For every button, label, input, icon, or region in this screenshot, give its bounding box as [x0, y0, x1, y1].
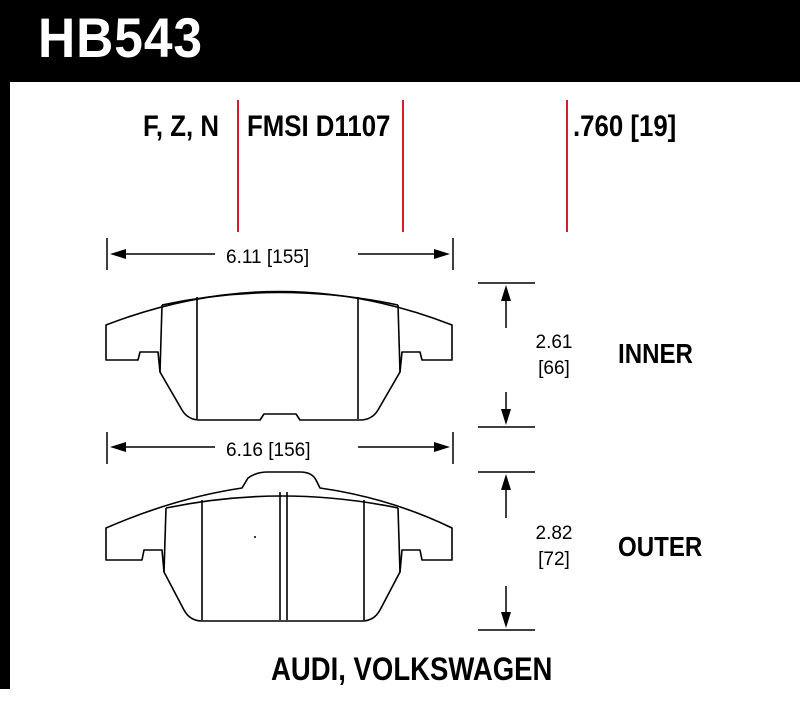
left-border-rule: [0, 82, 10, 689]
outer-pad-label: OUTER: [618, 531, 703, 562]
outer-width-dimension: [106, 432, 454, 464]
inner-height-mm: [66]: [538, 358, 570, 379]
inner-height-dimension: [478, 282, 535, 428]
outer-height-dimension: [478, 471, 535, 631]
outer-height-label: 2.82 [72]: [524, 521, 584, 573]
outer-height-inches: 2.82: [535, 523, 573, 544]
inner-height-inches: 2.61: [535, 332, 573, 353]
vehicle-makes: AUDI, VOLKSWAGEN: [271, 651, 553, 687]
inner-width-dimension: [106, 238, 454, 270]
outer-height-mm: [72]: [538, 549, 570, 570]
compound-codes: F, Z, N: [143, 110, 219, 143]
outer-width-label: 6.16 [156]: [226, 440, 311, 461]
outer-pad-outline: [105, 471, 453, 622]
fmsi-number: FMSI D1107: [247, 110, 391, 143]
header-bar: [0, 0, 800, 82]
inner-width-label: 6.11 [155]: [226, 247, 310, 268]
part-number: HB543: [38, 6, 203, 69]
inner-height-label: 2.61 [66]: [524, 330, 584, 382]
pad-thickness: .760 [19]: [573, 110, 677, 143]
inner-pad-outline: [105, 290, 453, 421]
inner-pad-label: INNER: [618, 338, 693, 369]
